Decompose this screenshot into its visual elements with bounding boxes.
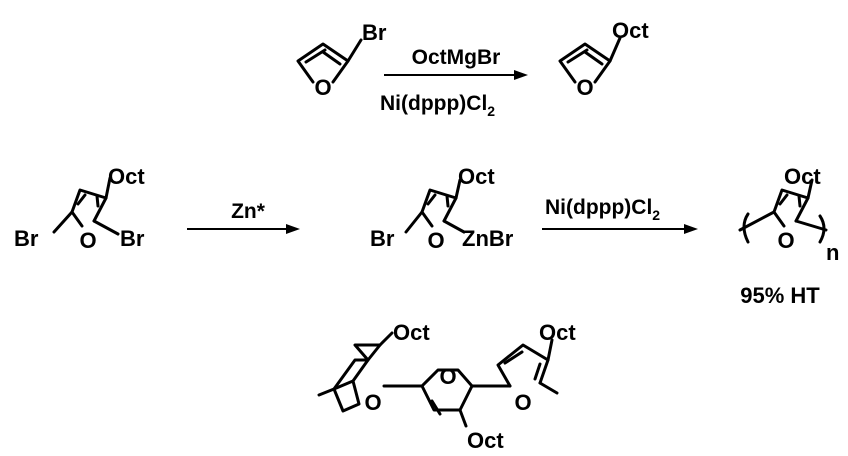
reaction-arrow-2 — [187, 224, 300, 234]
substituent-oct-top-left: Oct — [393, 320, 430, 345]
methyl-right — [538, 381, 559, 395]
terfuran-structure: Oct O O Oct Oct O — [317, 320, 576, 453]
ring-oxygen-right: O — [514, 390, 531, 415]
product-polyfuran: Oct O n — [738, 164, 839, 265]
furan-ring — [70, 188, 108, 228]
reactant-3-bromofuran: Br O — [296, 20, 387, 100]
substituent-bond — [806, 178, 814, 200]
substituent-bond-center — [458, 408, 468, 428]
polymer-bond-left — [738, 210, 776, 232]
substituent-bond — [104, 176, 112, 200]
furan-ring-right — [496, 343, 550, 388]
substituent-bond — [442, 219, 466, 234]
product-3-octylfuran: Oct O — [558, 18, 649, 100]
substituent-bond — [52, 210, 74, 234]
ring-oxygen: O — [576, 75, 593, 100]
substituent-bond — [92, 219, 120, 236]
ring-oxygen-center: O — [439, 364, 456, 389]
catalyst-nidpppcl2: Ni(dppp)Cl2 — [380, 92, 495, 119]
substituent-oct-bottom: Oct — [467, 428, 504, 453]
furan-ring — [296, 42, 350, 84]
reaction-arrow-1 — [384, 70, 528, 80]
double-bond — [583, 50, 604, 66]
catalyst-nidpppcl2: Ni(dppp)Cl2 — [545, 196, 660, 223]
furan-ring-center — [382, 384, 512, 412]
substituent-znbr: ZnBr — [462, 226, 514, 251]
intermediate-zincated-furan: Oct Br ZnBr O — [370, 164, 514, 253]
substituent-bond — [404, 210, 424, 234]
regioregularity-label: 95% HT — [740, 283, 820, 308]
substituent-br-right: Br — [120, 226, 145, 251]
double-bond — [533, 362, 542, 381]
furan-ring — [772, 188, 810, 228]
substituent-oct: Oct — [458, 164, 495, 189]
double-bond — [95, 194, 100, 208]
double-bond — [76, 193, 87, 206]
furan-ring — [558, 42, 612, 84]
ring-oxygen: O — [79, 228, 96, 253]
reagent-octmgbr: OctMgBr — [412, 46, 501, 69]
double-bond — [445, 194, 450, 208]
ring-oxygen: O — [314, 75, 331, 100]
ring-oxygen-left: O — [364, 390, 381, 415]
double-bond — [426, 193, 437, 206]
furan-ring-left — [351, 343, 382, 383]
substituent-bond — [608, 36, 622, 63]
substituent-bond-right — [546, 338, 554, 362]
substituent-label: Br — [362, 20, 387, 45]
double-bond — [321, 50, 342, 66]
double-bond — [430, 399, 442, 416]
substituent-label: Oct — [612, 18, 649, 43]
polymer-bond-right — [794, 219, 828, 232]
ring-oxygen: O — [427, 228, 444, 253]
substituent-oct-top-right: Oct — [539, 320, 576, 345]
substituent-oct: Oct — [784, 164, 821, 189]
furan-ring-left — [332, 379, 361, 413]
substituent-bond-left — [378, 331, 394, 347]
repeat-index: n — [826, 240, 839, 265]
furan-ring — [420, 188, 458, 228]
substituent-bond — [346, 38, 363, 63]
furan-ring-left — [332, 358, 370, 391]
double-bond — [797, 194, 802, 208]
methyl-left — [317, 387, 336, 397]
ring-oxygen: O — [777, 228, 794, 253]
double-bond — [503, 350, 524, 365]
reagent-zn-star: Zn* — [231, 200, 266, 223]
substituent-oct: Oct — [108, 164, 145, 189]
reactant-dibromo-octylfuran: Oct Br Br O — [14, 164, 145, 253]
repeat-bracket-right — [818, 214, 826, 244]
substituent-bond — [454, 178, 462, 200]
double-bond — [778, 193, 789, 206]
reaction-arrow-3 — [542, 224, 698, 234]
furan-ring-center — [420, 368, 474, 388]
substituent-br: Br — [370, 226, 395, 251]
substituent-br-left: Br — [14, 226, 39, 251]
repeat-bracket-left — [742, 212, 750, 244]
